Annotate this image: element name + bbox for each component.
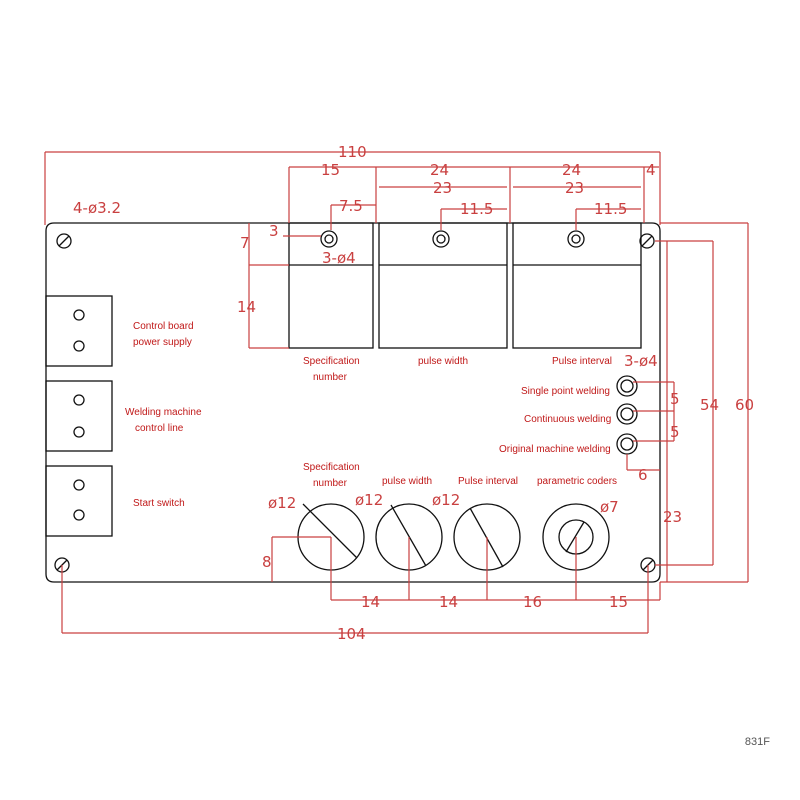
led-original-machine bbox=[616, 433, 638, 455]
dim-knob-offset-8: 8 bbox=[262, 553, 272, 571]
product-code: 831F bbox=[744, 736, 770, 748]
label-knob-1-line2: number bbox=[313, 478, 348, 489]
dim-knob-pitch-16: 16 bbox=[523, 593, 542, 611]
dim-seg-4: 4 bbox=[646, 161, 656, 179]
led-indicators bbox=[616, 375, 638, 455]
dim-offset-11-5b: 11.5 bbox=[594, 200, 627, 218]
label-led-1: Single point welding bbox=[521, 386, 610, 397]
led-continuous bbox=[616, 403, 638, 425]
display-window-specification bbox=[288, 222, 374, 349]
dim-knob-pitch-14a: 14 bbox=[361, 593, 380, 611]
dim-knob-pitch-15: 15 bbox=[609, 593, 628, 611]
label-knob-4: parametric coders bbox=[537, 476, 617, 487]
dim-led-pitch-1: 5 bbox=[670, 390, 680, 408]
dim-offset-11-5a: 11.5 bbox=[460, 200, 493, 218]
dim-seg-24a: 24 bbox=[430, 161, 449, 179]
dim-seg-24b: 24 bbox=[562, 161, 581, 179]
component-labels: Control board power supply Welding machi… bbox=[125, 321, 617, 509]
label-window-3: Pulse interval bbox=[552, 356, 612, 367]
dim-height-14: 14 bbox=[237, 298, 256, 316]
label-terminal-2-line1: Welding machine bbox=[125, 407, 202, 418]
mounting-holes bbox=[54, 233, 656, 573]
label-terminal-3: Start switch bbox=[133, 498, 185, 509]
display-window-pulse-width bbox=[378, 222, 508, 349]
dimension-lines bbox=[44, 151, 749, 634]
dim-height-60: 60 bbox=[735, 396, 754, 414]
label-led-2: Continuous welding bbox=[524, 414, 611, 425]
label-led-3: Original machine welding bbox=[499, 444, 611, 455]
mount-hole-top-left bbox=[56, 233, 72, 249]
led-single-point bbox=[616, 375, 638, 397]
terminal-block-control-line bbox=[45, 380, 113, 452]
dim-led-pitch-2: 5 bbox=[670, 423, 680, 441]
dim-mount-hole-spec: 4-ø3.2 bbox=[73, 199, 121, 217]
label-window-1-line2: number bbox=[313, 372, 348, 383]
label-terminal-1-line2: power supply bbox=[133, 337, 192, 348]
dim-hole-spec-right: 3-ø4 bbox=[624, 352, 658, 370]
terminal-block-start-switch bbox=[45, 465, 113, 537]
label-terminal-2-line2: control line bbox=[135, 423, 184, 434]
dim-knob-dia-4: ø7 bbox=[600, 498, 619, 516]
terminal-block-power bbox=[45, 295, 113, 367]
label-knob-2: pulse width bbox=[382, 476, 432, 487]
dim-knob-dia-2: ø12 bbox=[355, 491, 383, 509]
dim-height-23: 23 bbox=[663, 508, 682, 526]
dim-offset-7-5: 7.5 bbox=[339, 197, 363, 215]
board bbox=[45, 222, 661, 583]
label-knob-1-line1: Specification bbox=[303, 462, 360, 473]
label-window-1-line1: Specification bbox=[303, 356, 360, 367]
display-window-pulse-interval bbox=[512, 222, 642, 349]
dim-height-54: 54 bbox=[700, 396, 719, 414]
dim-window-23b: 23 bbox=[565, 179, 584, 197]
dimension-texts: 110 4-ø3.2 15 24 24 4 23 23 7.5 11.5 11.… bbox=[73, 143, 754, 643]
dim-knob-pitch-14b: 14 bbox=[439, 593, 458, 611]
label-terminal-1-line1: Control board bbox=[133, 321, 194, 332]
dim-overall-width: 110 bbox=[338, 143, 367, 161]
mount-hole-top-right bbox=[639, 233, 655, 249]
dim-offset-3: 3 bbox=[269, 222, 279, 240]
dim-hole-pitch-104: 104 bbox=[337, 625, 366, 643]
dim-window-23a: 23 bbox=[433, 179, 452, 197]
dim-seg-15: 15 bbox=[321, 161, 340, 179]
dim-hole-spec-top: 3-ø4 bbox=[322, 249, 356, 267]
dim-knob-dia-1: ø12 bbox=[268, 494, 296, 512]
dim-led-offset-6: 6 bbox=[638, 466, 648, 484]
label-knob-3: Pulse interval bbox=[458, 476, 518, 487]
label-window-2: pulse width bbox=[418, 356, 468, 367]
dim-offset-7: 7 bbox=[240, 234, 250, 252]
dim-knob-dia-3: ø12 bbox=[432, 491, 460, 509]
